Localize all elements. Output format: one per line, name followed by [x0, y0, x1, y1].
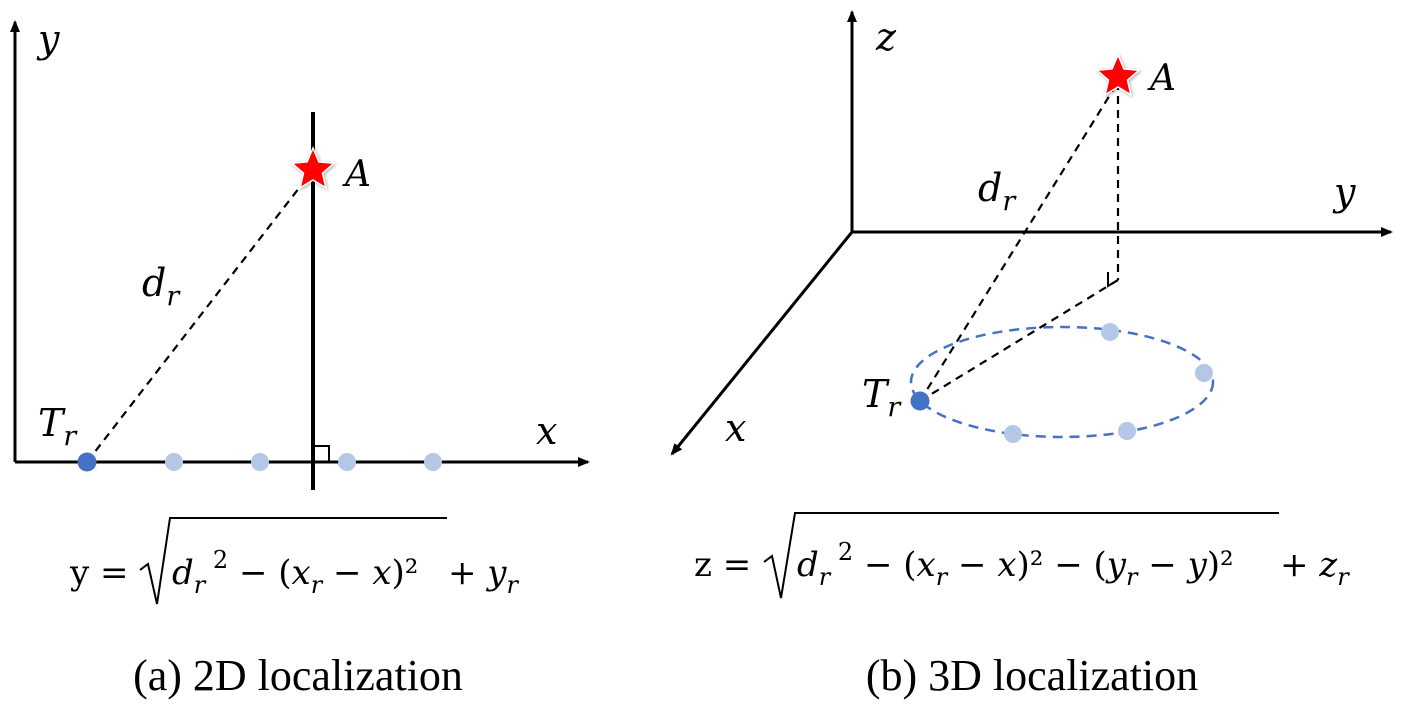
equation-term: −	[322, 553, 372, 593]
base-line-3d	[919, 279, 1119, 402]
equation-term: − (	[228, 553, 291, 593]
target-label-3d: A	[1147, 58, 1176, 99]
equation-term: x	[997, 545, 1016, 585]
anchor-label-3d: Tr	[862, 372, 902, 423]
right-angle-marker-3d	[1107, 272, 1119, 288]
equation-term: d	[797, 545, 819, 585]
equation-term: 2	[205, 546, 228, 574]
anchor-label-2d: Tr	[38, 401, 78, 452]
equation-term: r	[1126, 563, 1139, 591]
distance-line-3d	[919, 81, 1119, 402]
equation-term: x	[292, 553, 311, 593]
equation-term: −	[1137, 545, 1187, 585]
panel-3d: z y x A dr Tr z = dr 2 − (xr − x)² − (yr…	[670, 10, 1393, 700]
candidate-point	[338, 453, 356, 471]
candidate-circle	[909, 325, 1215, 439]
equation-term: x	[917, 545, 936, 585]
x-axis-label-2d: x	[536, 409, 557, 453]
distance-line-2d	[86, 169, 314, 463]
equation-term: x	[372, 553, 391, 593]
equation-term: r	[819, 563, 832, 591]
equation-term: )² − (	[1017, 545, 1107, 585]
radical-sign-2d	[139, 517, 447, 605]
candidate-point	[251, 453, 269, 471]
equation-term: )²	[392, 553, 419, 593]
x-axis-3d	[670, 231, 854, 456]
distance-label-3d: dr	[978, 166, 1017, 217]
z-axis-label-3d: z	[875, 15, 897, 59]
x-axis-label-3d: x	[725, 406, 746, 450]
y-axis-label-2d: y	[36, 17, 60, 61]
equation-term: r	[311, 571, 324, 599]
equation-term: 2	[830, 538, 853, 566]
equation-term: −	[947, 545, 997, 585]
equation-lhs-2d: y =	[69, 553, 129, 593]
panel-2d: y x A dr Tr y = dr 2 − (xr − x)² + yr (a…	[10, 17, 590, 700]
candidate-point	[1101, 323, 1119, 341]
caption-3d: (b) 3D localization	[866, 651, 1198, 700]
equation-term: +	[1280, 545, 1319, 585]
equation-term: z	[1318, 545, 1338, 585]
equation-term: +	[448, 553, 487, 593]
caption-2d: (a) 2D localization	[133, 651, 463, 700]
equation-term: y	[1105, 545, 1127, 585]
anchor-point-3d	[910, 391, 930, 411]
equation-tail-2d: + yr	[448, 553, 520, 599]
y-axis-label-3d: y	[1332, 170, 1356, 214]
candidate-point	[1004, 425, 1022, 443]
equation-term: r	[507, 571, 520, 599]
equation-tail-3d: + zr	[1280, 545, 1350, 591]
anchor-point-2d	[77, 452, 97, 472]
equation-term: r	[194, 571, 207, 599]
equation-term: r	[1337, 563, 1350, 591]
equation-term: − (	[853, 545, 916, 585]
equation-term: )²	[1207, 545, 1234, 585]
radical-sign-3d	[763, 512, 1279, 599]
equation-term: d	[172, 553, 194, 593]
equation-lhs-3d: z =	[694, 545, 751, 585]
candidate-point	[1118, 422, 1136, 440]
target-star-icon	[1095, 53, 1141, 97]
equation-term: y	[1186, 545, 1208, 585]
equation-radicand-3d: dr 2 − (xr − x)² − (yr − y)²	[797, 538, 1234, 591]
equation-term: y	[485, 553, 507, 593]
candidate-point	[1195, 364, 1213, 382]
equation-term: r	[936, 563, 949, 591]
right-angle-marker-2d	[313, 445, 330, 462]
distance-label-2d: dr	[142, 261, 181, 312]
candidate-point	[165, 453, 183, 471]
target-star-icon	[290, 146, 336, 190]
candidate-point	[424, 453, 442, 471]
target-label-2d: A	[342, 154, 371, 195]
equation-radicand-2d: dr 2 − (xr − x)²	[172, 546, 418, 599]
